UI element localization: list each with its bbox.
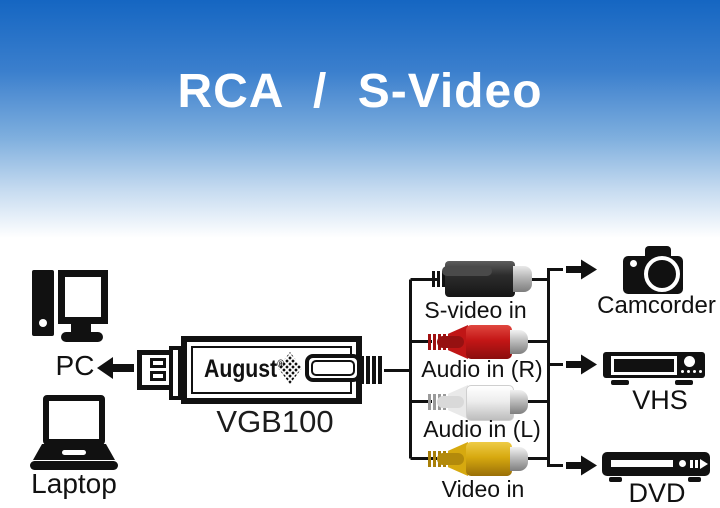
rca-red-tip [510, 330, 528, 354]
device-port-slot [305, 354, 361, 382]
usb-contact-top [150, 358, 166, 368]
vcr-dot [687, 370, 690, 373]
wire-right-bracket [547, 268, 563, 467]
camera-indicator-dot [630, 260, 637, 267]
arrow-to-pc [97, 357, 134, 379]
camera-icon [623, 246, 683, 294]
laptop-label: Laptop [31, 468, 117, 499]
pc-monitor [58, 270, 108, 324]
vhs-label: VHS [632, 385, 688, 415]
rca-yellow-highlight [437, 453, 464, 465]
camcorder-label: Camcorder [597, 292, 716, 319]
pc-icon [32, 270, 108, 342]
video-in-label: Video in [441, 476, 525, 502]
laptop-trackpad [62, 450, 86, 455]
pc-label: PC [55, 350, 95, 381]
page-title: RCA / S-Video [177, 65, 543, 118]
vcr-dot [681, 370, 684, 373]
vcr-icon [603, 352, 705, 386]
dvd-foot-right [688, 477, 701, 482]
capture-device: August® [181, 336, 362, 404]
rca-red-highlight [437, 336, 464, 348]
dvd-label: DVD [628, 478, 686, 508]
device-port-slot-inner [311, 360, 355, 376]
pc-monitor-base [61, 332, 103, 342]
rca-plug-yellow-icon [428, 442, 528, 476]
vcr-cassette-slot [611, 356, 677, 375]
arrow-to-vhs [566, 354, 597, 375]
svideo-plug-highlight [442, 266, 492, 276]
vcr-knob [684, 356, 695, 367]
pc-monitor-neck [71, 324, 91, 333]
dvd-player-icon [602, 452, 710, 484]
brand-logo: August® [204, 355, 284, 384]
pc-tower [32, 270, 54, 336]
rca-white-highlight [437, 396, 464, 408]
cable-strain-relief [360, 356, 384, 384]
rca-yellow-tip [510, 447, 528, 471]
header-banner: RCA / S-Video [0, 0, 720, 238]
dvd-pause-icon [695, 460, 698, 468]
laptop-icon [30, 395, 118, 471]
rca-white-tip [510, 390, 528, 414]
usb-contact-bottom [150, 371, 166, 381]
device-model-label: VGB100 [216, 404, 334, 439]
vcr-foot-right [675, 380, 693, 385]
pc-power-dot [39, 319, 47, 327]
usb-collar [169, 346, 182, 400]
audio-in-l-label: Audio in (L) [423, 416, 541, 442]
dvd-power-dot [679, 460, 686, 467]
audio-in-r-label: Audio in (R) [421, 356, 543, 382]
dvd-disc-slot [611, 460, 673, 467]
dvd-pause-icon [690, 460, 693, 468]
laptop-base [30, 461, 118, 470]
laptop-screen [43, 395, 105, 445]
arrow-to-dvd [566, 455, 597, 476]
brand-name: August [204, 355, 278, 383]
rca-plug-red-icon [428, 325, 528, 359]
arrow-to-camcorder [566, 259, 597, 280]
rca-plug-white-icon [428, 385, 528, 421]
svideo-plug-icon [432, 261, 532, 297]
camera-lens [644, 256, 680, 292]
rca-yellow-body [466, 442, 512, 476]
svideo-plug-tip [513, 266, 532, 292]
vcr-foot-left [611, 380, 629, 385]
rca-red-body [466, 325, 512, 359]
vcr-dot [693, 370, 696, 373]
svideo-in-label: S-video in [424, 297, 527, 323]
vcr-dot [699, 370, 702, 373]
dvd-play-icon [700, 459, 708, 469]
dvd-foot-left [609, 477, 622, 482]
